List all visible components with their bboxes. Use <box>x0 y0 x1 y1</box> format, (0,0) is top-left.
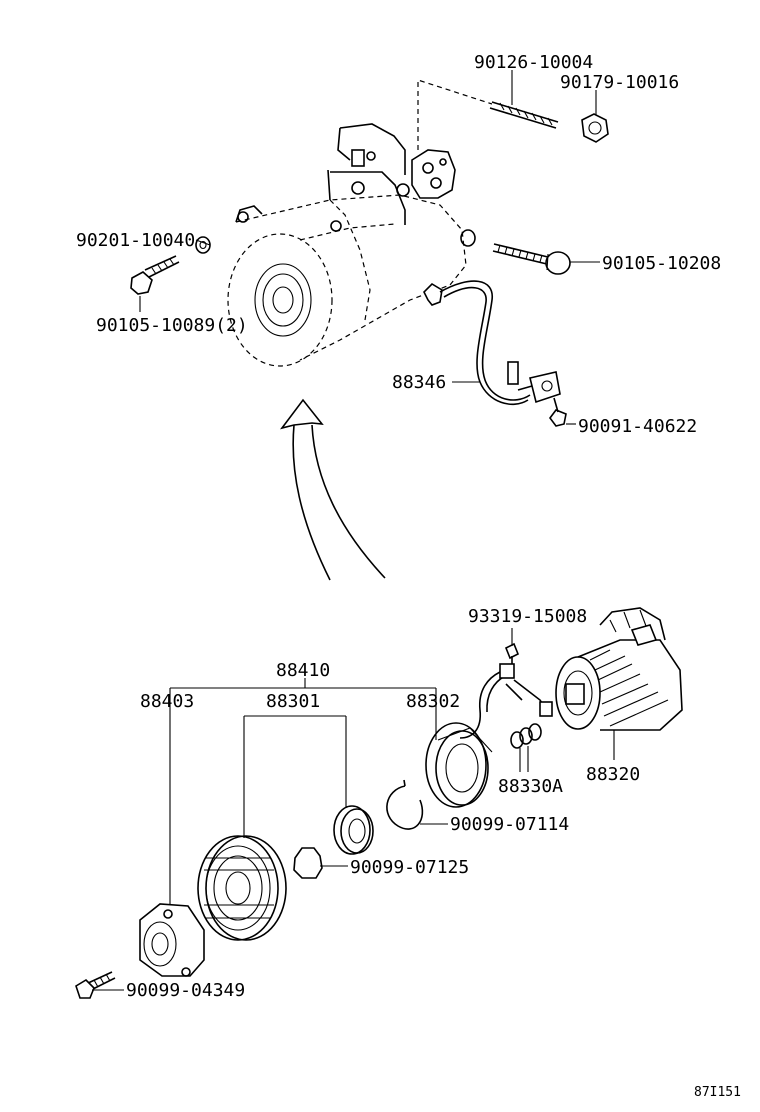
snap-ring-large <box>386 779 424 830</box>
bolt-long <box>492 243 571 275</box>
compressor-body <box>555 607 683 731</box>
label-90099-07114: 90099-07114 <box>450 814 569 835</box>
compressor-assembly-top <box>227 79 493 367</box>
label-90105-10089: 90105-10089(2) <box>96 315 248 336</box>
label-88302: 88302 <box>406 691 460 712</box>
center-bolt <box>75 971 116 999</box>
pressure-plate <box>139 903 205 977</box>
screw-small <box>549 397 567 427</box>
label-88403: 88403 <box>140 691 194 712</box>
leader-lines <box>92 70 615 991</box>
label-88346: 88346 <box>392 372 446 393</box>
bolt-short <box>130 255 180 295</box>
label-90091-40622: 90091-40622 <box>578 416 697 437</box>
part-labels: 90126-10004 90179-10016 90201-10040 9010… <box>76 52 741 1100</box>
label-90099-04349: 90099-04349 <box>126 980 245 1001</box>
snap-ring-small <box>293 847 323 879</box>
nut <box>581 113 609 143</box>
sensor-wire <box>459 642 553 739</box>
label-93319-15008: 93319-15008 <box>468 606 587 627</box>
label-88410: 88410 <box>276 660 330 681</box>
label-88330a: 88330A <box>498 776 563 797</box>
stud-bolt <box>489 101 559 129</box>
label-90105-10208: 90105-10208 <box>602 253 721 274</box>
label-90179-10016: 90179-10016 <box>560 72 679 93</box>
bearing <box>333 805 374 855</box>
assembly-arrow <box>280 398 386 581</box>
label-90099-07125: 90099-07125 <box>350 857 469 878</box>
reference-code: 87I151 <box>694 1085 741 1100</box>
shim-set <box>510 723 542 772</box>
label-90201-10040: 90201-10040 <box>76 230 195 251</box>
label-88301: 88301 <box>266 691 320 712</box>
pulley <box>197 835 287 941</box>
label-90126-10004: 90126-10004 <box>474 52 593 73</box>
wire-harness <box>423 280 561 406</box>
field-coil <box>425 722 493 808</box>
label-88320: 88320 <box>586 764 640 785</box>
